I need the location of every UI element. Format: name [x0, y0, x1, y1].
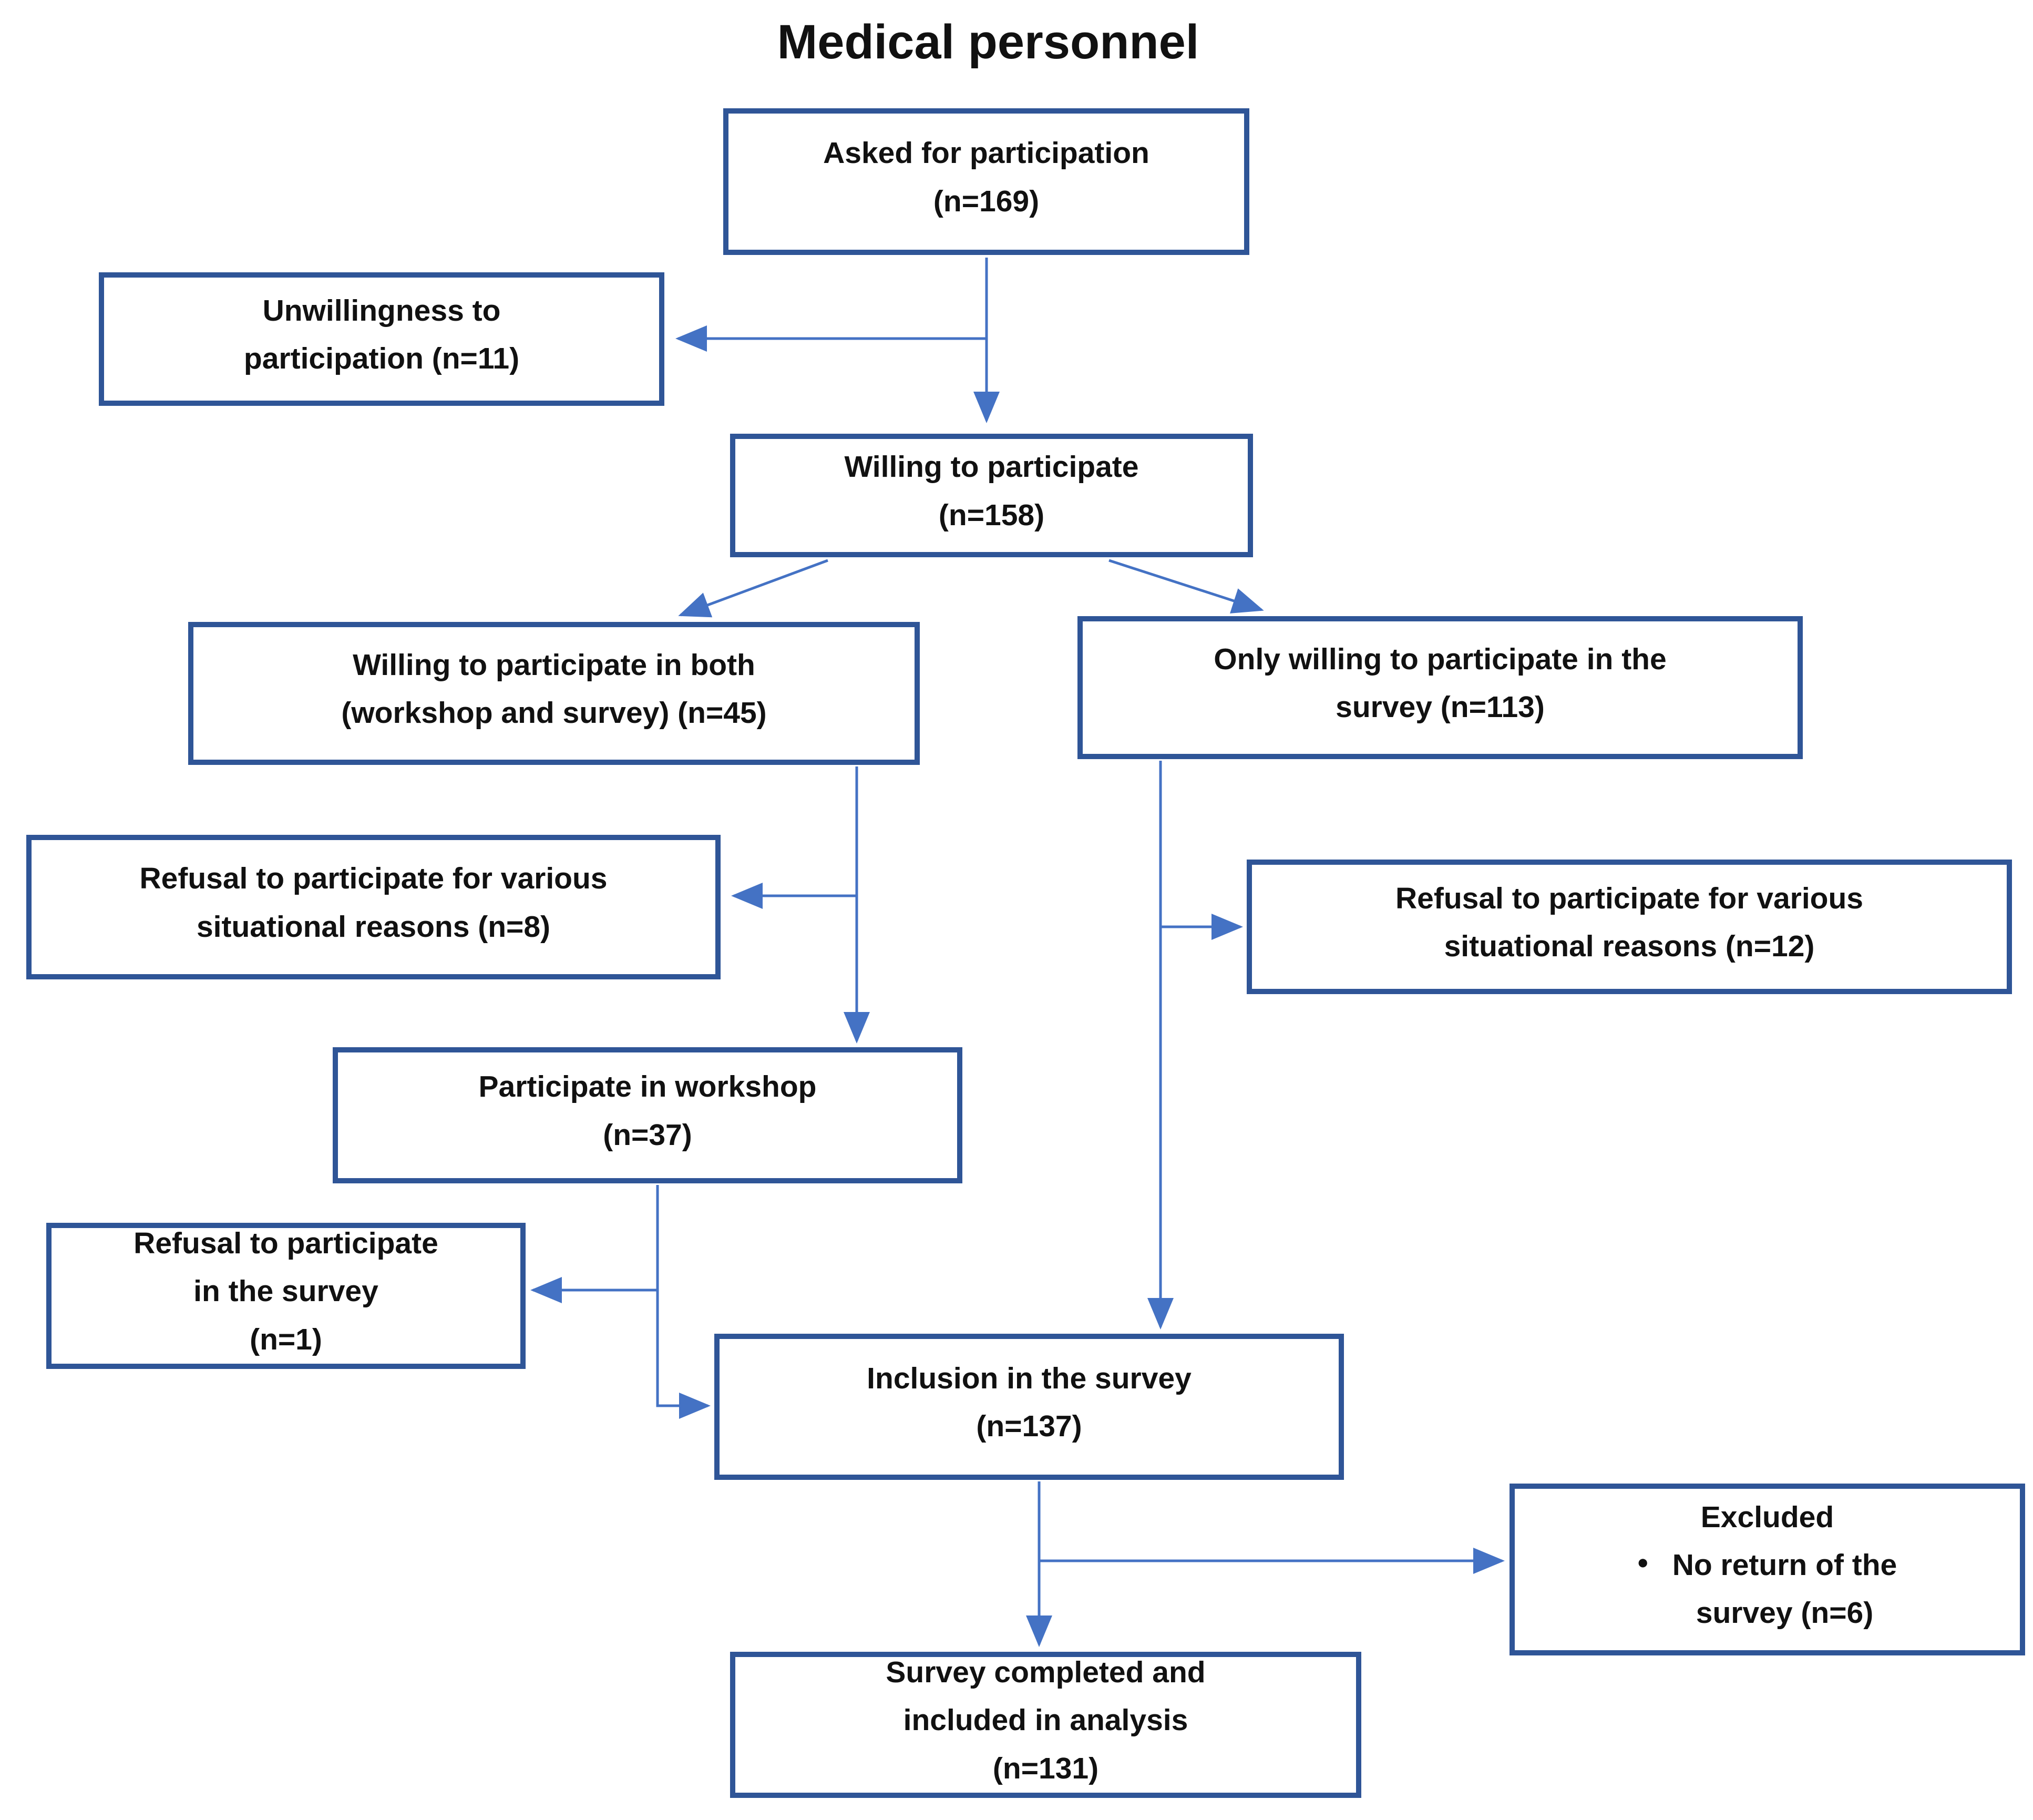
- box-willing-both-label: Willing to participate in both (workshop…: [341, 648, 767, 730]
- box-participate-workshop-label: Participate in workshop (n=37): [478, 1070, 817, 1152]
- box-refusal-situational-12-label: Refusal to participate for various situa…: [1395, 881, 1864, 963]
- box-excluded-bullet-row: • No return of the survey (n=6): [1638, 1541, 1897, 1637]
- box-refusal-situational-12: Refusal to participate for various situa…: [1247, 860, 2012, 994]
- box-survey-completed: Survey completed and included in analysi…: [730, 1652, 1361, 1798]
- arrow-willing-to-both: [678, 559, 828, 618]
- elbow-workshop-to-inclusion: [656, 1185, 711, 1419]
- box-asked-for-participation-label: Asked for participation (n=169): [823, 136, 1149, 218]
- box-excluded-bullet-text: No return of the survey (n=6): [1672, 1548, 1897, 1630]
- box-refusal-survey-1: Refusal to participate in the survey (n=…: [46, 1223, 526, 1369]
- arrow-willing-to-only-survey: [1108, 559, 1264, 614]
- page-title: Medical personnel: [777, 15, 1199, 69]
- box-willing-both: Willing to participate in both (workshop…: [188, 622, 920, 765]
- box-excluded-title: Excluded: [1700, 1500, 1834, 1534]
- box-unwillingness-label: Unwillingness to participation (n=11): [243, 293, 520, 375]
- box-unwillingness: Unwillingness to participation (n=11): [99, 272, 664, 406]
- box-refusal-survey-1-label: Refusal to participate in the survey (n=…: [134, 1226, 438, 1356]
- box-participate-workshop: Participate in workshop (n=37): [333, 1047, 962, 1183]
- bullet-icon: •: [1637, 1546, 1648, 1580]
- box-inclusion-survey-label: Inclusion in the survey (n=137): [867, 1361, 1192, 1443]
- box-inclusion-survey: Inclusion in the survey (n=137): [714, 1334, 1344, 1480]
- box-willing-to-participate: Willing to participate (n=158): [730, 434, 1253, 557]
- box-willing-to-participate-label: Willing to participate (n=158): [844, 450, 1139, 532]
- box-survey-completed-label: Survey completed and included in analysi…: [886, 1655, 1206, 1785]
- box-only-willing-survey: Only willing to participate in the surve…: [1077, 616, 1803, 759]
- box-refusal-situational-8-label: Refusal to participate for various situa…: [139, 862, 608, 944]
- box-refusal-situational-8: Refusal to participate for various situa…: [26, 835, 721, 979]
- box-excluded: Excluded • No return of the survey (n=6): [1510, 1484, 2025, 1655]
- box-asked-for-participation: Asked for participation (n=169): [723, 108, 1249, 255]
- box-only-willing-survey-label: Only willing to participate in the surve…: [1214, 642, 1667, 724]
